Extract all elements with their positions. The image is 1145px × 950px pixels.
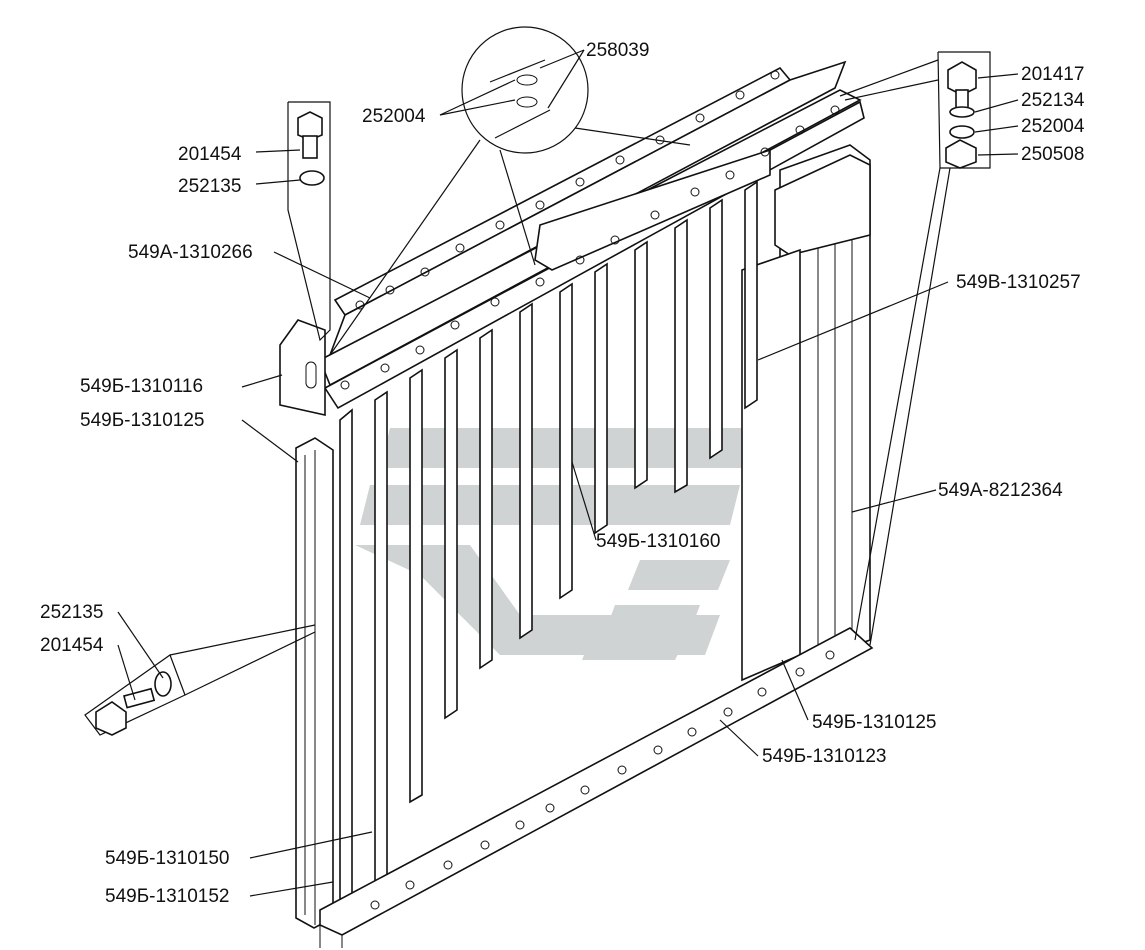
label-252135-top: 252135	[178, 176, 241, 197]
label-549B-1310116: 549Б-1310116	[80, 376, 203, 397]
label-201454-top: 201454	[178, 144, 242, 165]
bottom-rail	[319, 627, 874, 948]
leader-lines	[117, 49, 1019, 897]
left-side-post	[295, 437, 334, 929]
label-258039: 258039	[586, 40, 649, 61]
label-549B-1310125-left: 549Б-1310125	[80, 410, 204, 431]
part-labels: 258039 252004 201454 252135 549А-1310266…	[40, 40, 1085, 907]
right-side-post	[741, 144, 871, 682]
label-549B-1310125-right: 549Б-1310125	[812, 712, 936, 733]
label-549B-1310123: 549Б-1310123	[762, 746, 886, 767]
label-201454-bottom: 201454	[40, 635, 104, 656]
label-250508: 250508	[1021, 144, 1084, 165]
pin-detail-callout	[329, 26, 691, 356]
label-252004-top: 252004	[362, 106, 426, 127]
label-549B-1310150: 549Б-1310150	[105, 848, 229, 869]
left-bolt-panel	[287, 101, 331, 342]
label-549V-1310257: 549В-1310257	[956, 272, 1081, 293]
left-bracket	[279, 319, 326, 416]
label-252135-bottom: 252135	[40, 602, 103, 623]
label-549B-1310152: 549Б-1310152	[105, 886, 229, 907]
right-bolt-panel	[839, 51, 991, 646]
radiator-tubes	[339, 180, 758, 912]
label-549A-8212364: 549А-8212364	[938, 480, 1063, 501]
label-201417: 201417	[1021, 64, 1084, 85]
bottom-rail-holes	[370, 650, 835, 910]
label-549B-1310160: 549Б-1310160	[596, 531, 720, 552]
label-252004-right: 252004	[1021, 116, 1085, 137]
label-252134: 252134	[1021, 90, 1085, 111]
bottom-left-bolt-panel	[84, 624, 316, 736]
label-549A-1310266: 549А-1310266	[128, 242, 253, 263]
rail-holes	[340, 70, 840, 390]
